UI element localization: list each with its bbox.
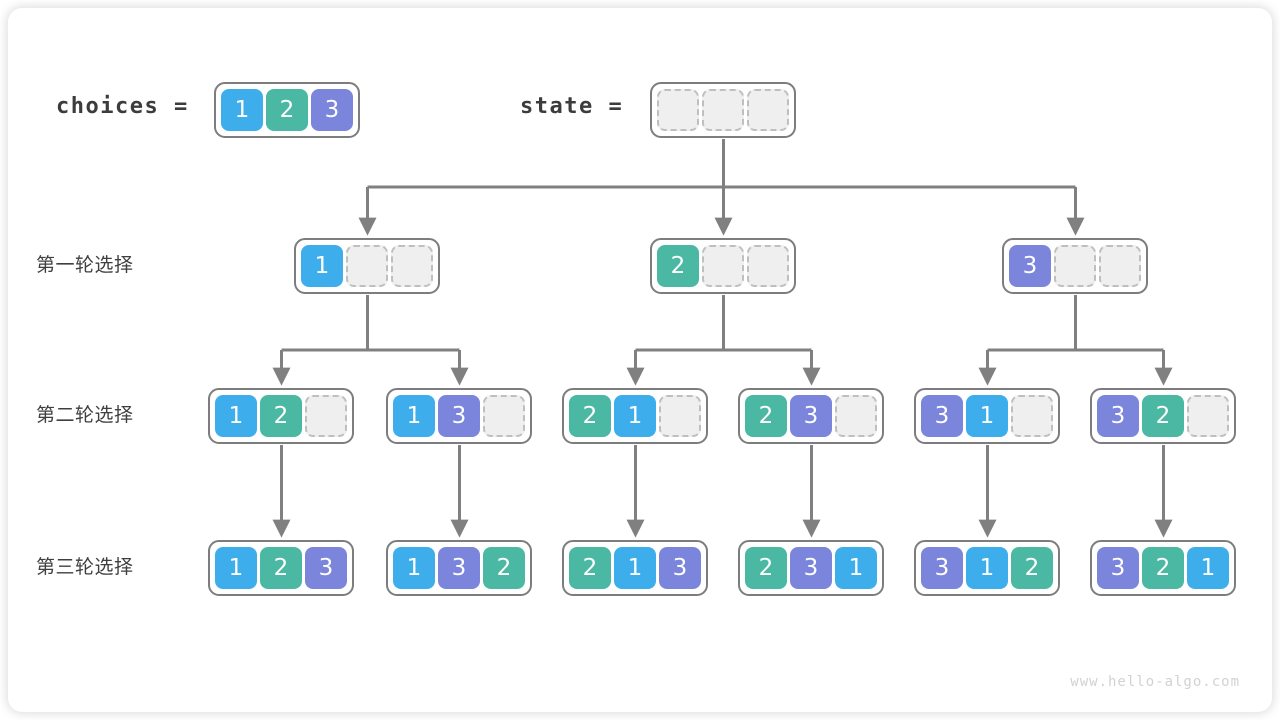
cell-value-1: 1 xyxy=(301,245,343,287)
cell-empty xyxy=(1011,395,1053,437)
cell-empty xyxy=(657,89,699,131)
cell-value-1: 1 xyxy=(215,547,257,589)
cell-empty xyxy=(1099,245,1141,287)
cell-value-3: 3 xyxy=(438,547,480,589)
cell-value-3: 3 xyxy=(1097,547,1139,589)
cell-value-3: 3 xyxy=(790,547,832,589)
cell-value-3: 3 xyxy=(921,547,963,589)
row-label-level-1: 第一轮选择 xyxy=(36,254,134,276)
node-3: 3 xyxy=(1002,238,1148,294)
cell-value-3: 3 xyxy=(790,395,832,437)
cell-value-3: 3 xyxy=(921,395,963,437)
choices-label: choices = xyxy=(56,94,189,119)
cell-value-3: 3 xyxy=(305,547,347,589)
cell-empty xyxy=(835,395,877,437)
cell-empty xyxy=(1054,245,1096,287)
watermark: www.hello-algo.com xyxy=(1070,674,1240,690)
cell-value-2: 2 xyxy=(745,547,787,589)
cell-empty xyxy=(483,395,525,437)
cell-empty xyxy=(346,245,388,287)
cell-value-3: 3 xyxy=(311,89,353,131)
cell-empty xyxy=(747,89,789,131)
row-label-level-2: 第二轮选择 xyxy=(36,404,134,426)
cell-value-2: 2 xyxy=(1142,547,1184,589)
cell-empty xyxy=(391,245,433,287)
cell-value-2: 2 xyxy=(260,547,302,589)
cell-value-1: 1 xyxy=(221,89,263,131)
row-label-level-3: 第三轮选择 xyxy=(36,556,134,578)
node-2: 2 xyxy=(650,238,796,294)
cell-empty xyxy=(305,395,347,437)
cell-value-1: 1 xyxy=(966,547,1008,589)
cell-value-1: 1 xyxy=(215,395,257,437)
cell-value-2: 2 xyxy=(260,395,302,437)
cell-value-2: 2 xyxy=(745,395,787,437)
cell-empty xyxy=(1187,395,1229,437)
cell-value-2: 2 xyxy=(569,395,611,437)
cell-value-3: 3 xyxy=(1097,395,1139,437)
state-label: state = xyxy=(520,94,624,119)
cell-empty xyxy=(702,245,744,287)
cell-value-2: 2 xyxy=(483,547,525,589)
cell-empty xyxy=(659,395,701,437)
cell-value-2: 2 xyxy=(1011,547,1053,589)
cell-value-3: 3 xyxy=(659,547,701,589)
cell-empty xyxy=(747,245,789,287)
cell-value-3: 3 xyxy=(1009,245,1051,287)
cell-value-1: 1 xyxy=(1187,547,1229,589)
state-array-root xyxy=(650,82,796,138)
cell-value-3: 3 xyxy=(438,395,480,437)
cell-value-2: 2 xyxy=(266,89,308,131)
node-1: 1 xyxy=(294,238,440,294)
cell-value-1: 1 xyxy=(614,547,656,589)
cell-value-2: 2 xyxy=(657,245,699,287)
cell-value-1: 1 xyxy=(614,395,656,437)
cell-value-1: 1 xyxy=(393,547,435,589)
cell-value-2: 2 xyxy=(569,547,611,589)
diagram-card xyxy=(8,8,1272,712)
cell-value-1: 1 xyxy=(966,395,1008,437)
cell-value-1: 1 xyxy=(835,547,877,589)
cell-value-1: 1 xyxy=(393,395,435,437)
cell-value-2: 2 xyxy=(1142,395,1184,437)
cell-empty xyxy=(702,89,744,131)
